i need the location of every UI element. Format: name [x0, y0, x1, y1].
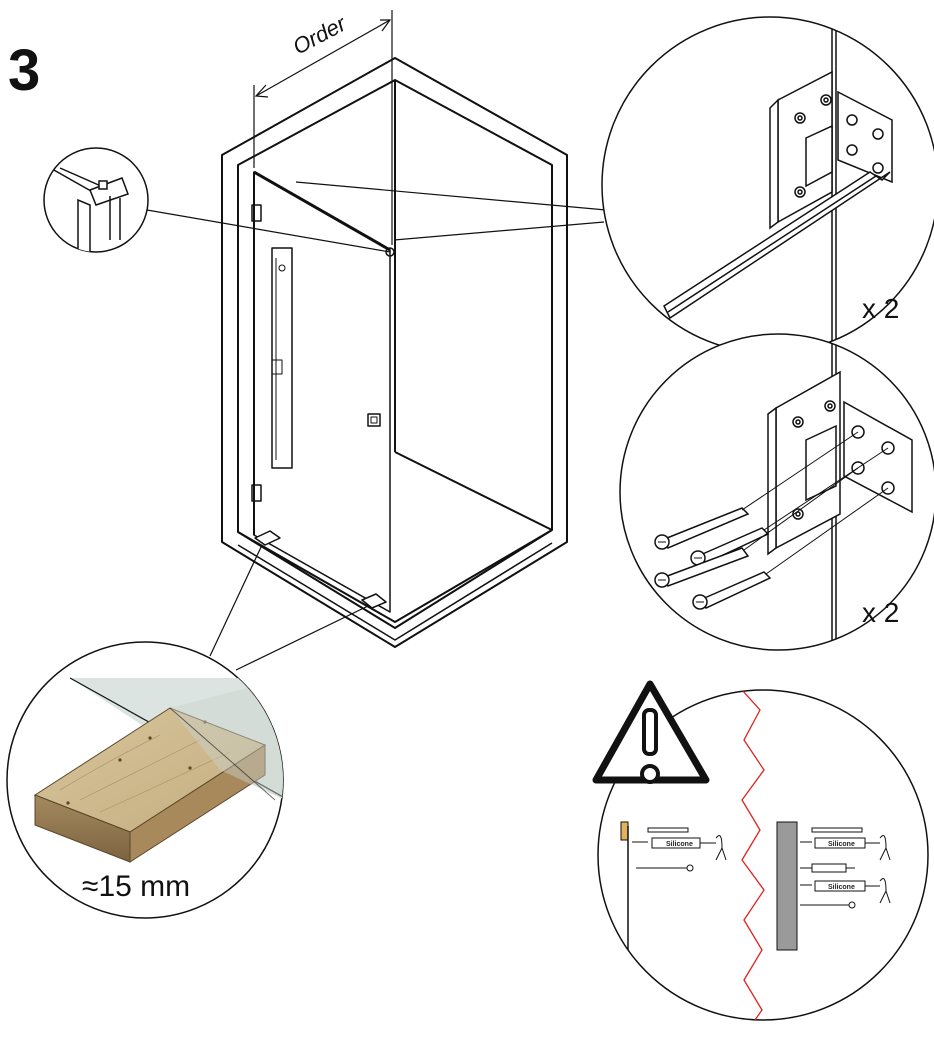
- hinge-bottom: [251, 484, 262, 502]
- left-silicone-label: Silicone: [666, 841, 693, 848]
- screw-3: [654, 467, 859, 588]
- step-number: 3: [8, 38, 40, 103]
- door-latch: [367, 413, 381, 427]
- support-bar-anchor: [385, 247, 395, 257]
- hinge-top: [251, 204, 262, 222]
- profile-detail: [43, 147, 149, 253]
- warning-triangle-icon: [592, 680, 710, 784]
- solid-wall-block: [776, 821, 798, 951]
- order-dimension: [253, 10, 393, 245]
- right-silicone-label-1: Silicone: [828, 841, 855, 848]
- right-silicone-label-2: Silicone: [828, 884, 855, 891]
- wall-type-warning-detail: Silicone Silicone Silicone: [592, 680, 929, 1021]
- shower-door: [253, 171, 391, 613]
- door-handle: [271, 247, 293, 469]
- wall-divider-zigzag: [741, 690, 765, 1020]
- drill-marking-detail: [601, 16, 934, 354]
- screw-1: [654, 431, 859, 550]
- screw-4: [692, 487, 889, 610]
- wood-spacer-detail: [6, 641, 284, 919]
- top-detail-multiplier: x 2: [862, 293, 899, 324]
- marking-pencil: [663, 171, 891, 320]
- left-wall-tools: [620, 821, 727, 950]
- order-label: Order: [289, 10, 352, 59]
- leader-lines: [146, 181, 607, 671]
- wood-block-side: [129, 744, 266, 863]
- spacer-block-left: [254, 530, 281, 546]
- spacer-thickness: ≈15 mm: [82, 870, 190, 903]
- middle-detail-multiplier: x 2: [862, 597, 899, 628]
- right-wall-tools: [776, 821, 891, 951]
- spacer-block-right: [361, 593, 387, 609]
- shower-enclosure: [221, 57, 568, 648]
- screw-fixing-detail: [619, 333, 934, 651]
- enclosure-outer-frame: [221, 57, 568, 648]
